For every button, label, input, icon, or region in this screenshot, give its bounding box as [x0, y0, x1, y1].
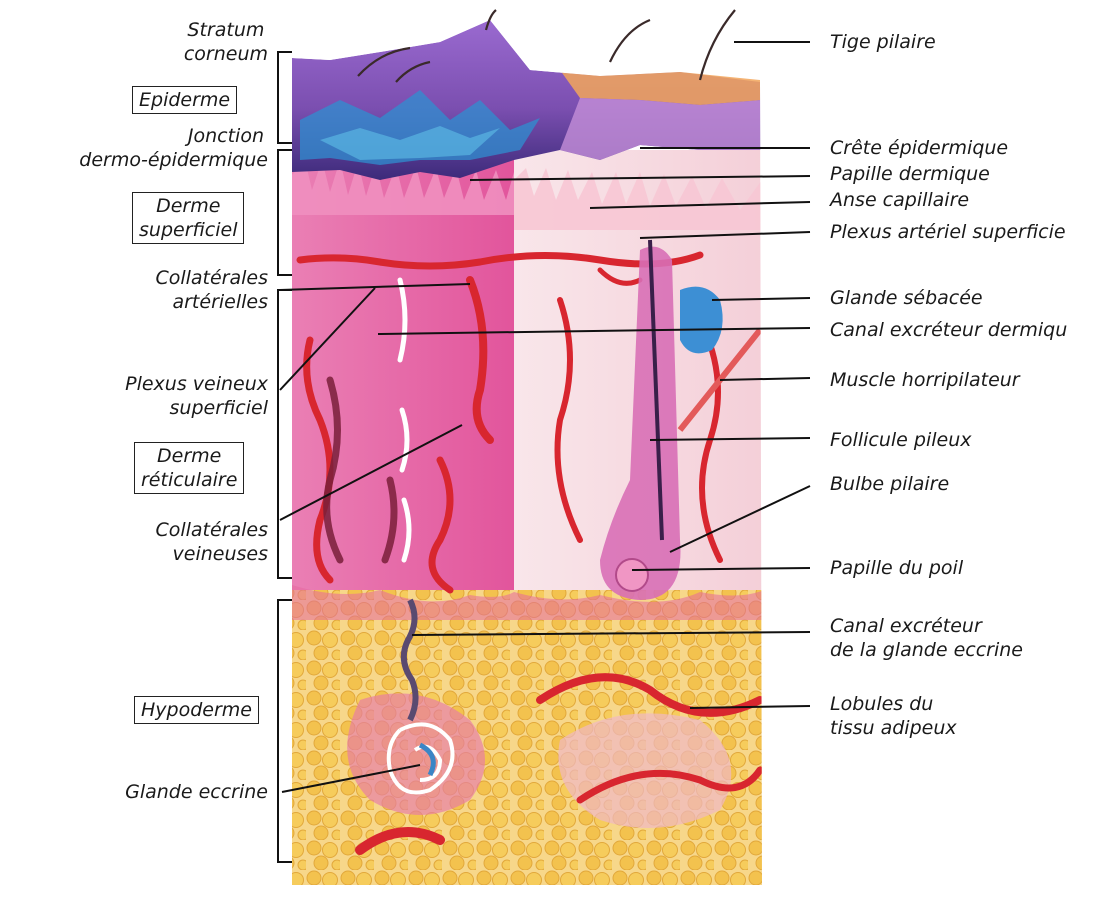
label-derme-superficiel: Derme superficiel	[132, 192, 244, 244]
label-collaterales-arterielles: Collatérales artérielles	[155, 266, 268, 314]
label-glande-eccrine: Glande eccrine	[125, 780, 268, 804]
label-glande-sebacee: Glande sébacée	[830, 286, 983, 310]
label-crete-epidermique: Crête épidermique	[830, 136, 1008, 160]
label-muscle-horripilateur: Muscle horripilateur	[830, 368, 1020, 392]
left-brackets	[278, 52, 292, 862]
sebaceous-gland	[680, 287, 723, 354]
label-epiderme: Epiderme	[132, 86, 237, 114]
label-papille-dermique: Papille dermique	[830, 162, 990, 186]
label-plexus-veineux: Plexus veineux superficiel	[125, 372, 268, 420]
label-plexus-arteriel: Plexus artériel superficie	[830, 220, 1066, 244]
label-derme-reticulaire: Derme réticulaire	[134, 442, 244, 494]
label-papille-du-poil: Papille du poil	[830, 556, 963, 580]
label-jonction: Jonction dermo-épidermique	[79, 124, 268, 172]
label-anse-capillaire: Anse capillaire	[830, 188, 969, 212]
label-stratum-corneum: Stratum corneum	[184, 18, 268, 66]
label-canal-excreteur-eccrine: Canal excréteur de la glande eccrine	[830, 614, 1023, 662]
label-follicule-pileux: Follicule pileux	[830, 428, 971, 452]
label-collaterales-veineuses: Collatérales veineuses	[155, 518, 268, 566]
label-tige-pilaire: Tige pilaire	[830, 30, 936, 54]
label-lobules-tissu-adipeux: Lobules du tissu adipeux	[830, 692, 957, 740]
tissue-block	[292, 20, 764, 890]
label-hypoderme: Hypoderme	[134, 696, 259, 724]
label-bulbe-pilaire: Bulbe pilaire	[830, 472, 949, 496]
label-canal-excreteur-dermique: Canal excréteur dermiqu	[830, 318, 1067, 342]
hair-papilla	[616, 559, 648, 591]
